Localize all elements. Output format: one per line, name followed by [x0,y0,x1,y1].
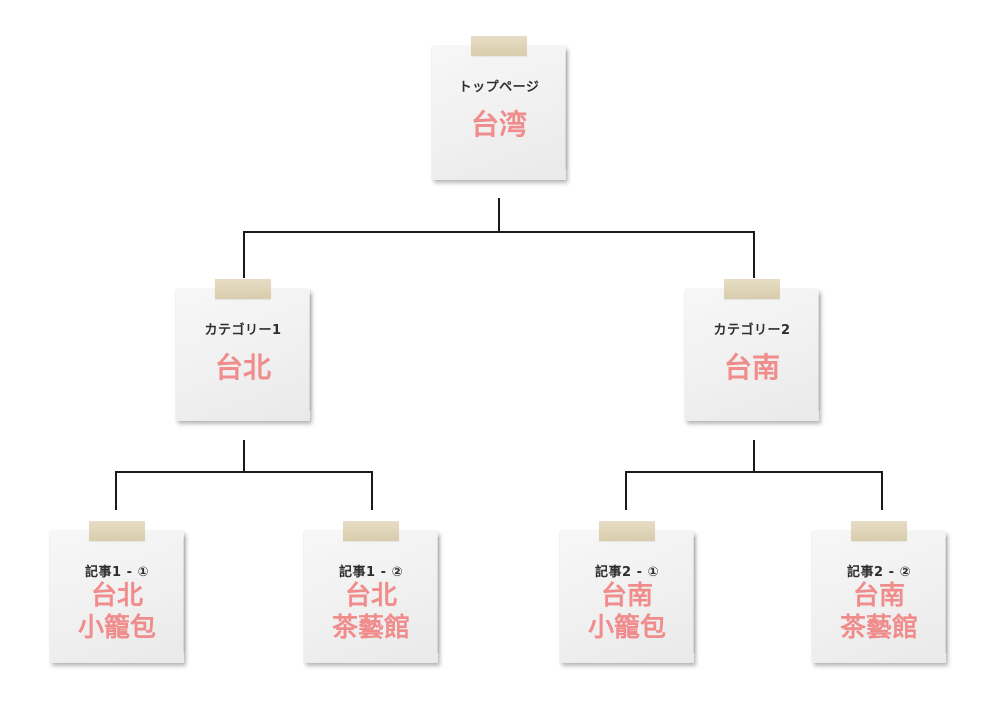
category-2-title: 台南 [723,351,780,384]
tape [471,36,527,56]
article-2-1-title-line2: 小籠包 [587,612,666,643]
top-page-note: トップページ 台湾 [432,36,569,180]
article-2-1-title-line1: 台南 [600,581,653,611]
tape [89,521,145,541]
article-1-1-title-line1: 台北 [90,581,143,611]
tape [343,521,399,541]
article-1-2-title-line1: 台北 [344,581,397,611]
tape [599,521,655,541]
article-2-1-note: 記事2 - ① 台南 小籠包 [560,521,697,663]
category-1-label: カテゴリー1 [204,323,282,338]
article-2-1-label: 記事2 - ① [595,565,659,580]
tape [724,279,780,299]
article-1-1-title-line2: 小籠包 [77,612,156,643]
article-1-2-title-line2: 茶藝館 [331,612,410,643]
category-2-note: カテゴリー2 台南 [685,279,822,421]
article-1-2-note: 記事1 - ② 台北 茶藝館 [304,521,441,663]
article-1-1-note: 記事1 - ① 台北 小籠包 [50,521,187,663]
category-2-label: カテゴリー2 [713,323,791,338]
article-2-2-title-line2: 茶藝館 [839,612,918,643]
top-page-label: トップページ [458,80,540,95]
tape [851,521,907,541]
category-1-title: 台北 [214,351,271,384]
article-2-2-title-line1: 台南 [852,581,905,611]
article-2-2-note: 記事2 - ② 台南 茶藝館 [812,521,949,663]
article-1-1-label: 記事1 - ① [85,565,149,580]
article-2-2-label: 記事2 - ② [847,565,911,580]
top-page-title: 台湾 [470,108,527,141]
category-1-note: カテゴリー1 台北 [176,279,313,421]
tape [215,279,271,299]
article-1-2-label: 記事1 - ② [339,565,403,580]
